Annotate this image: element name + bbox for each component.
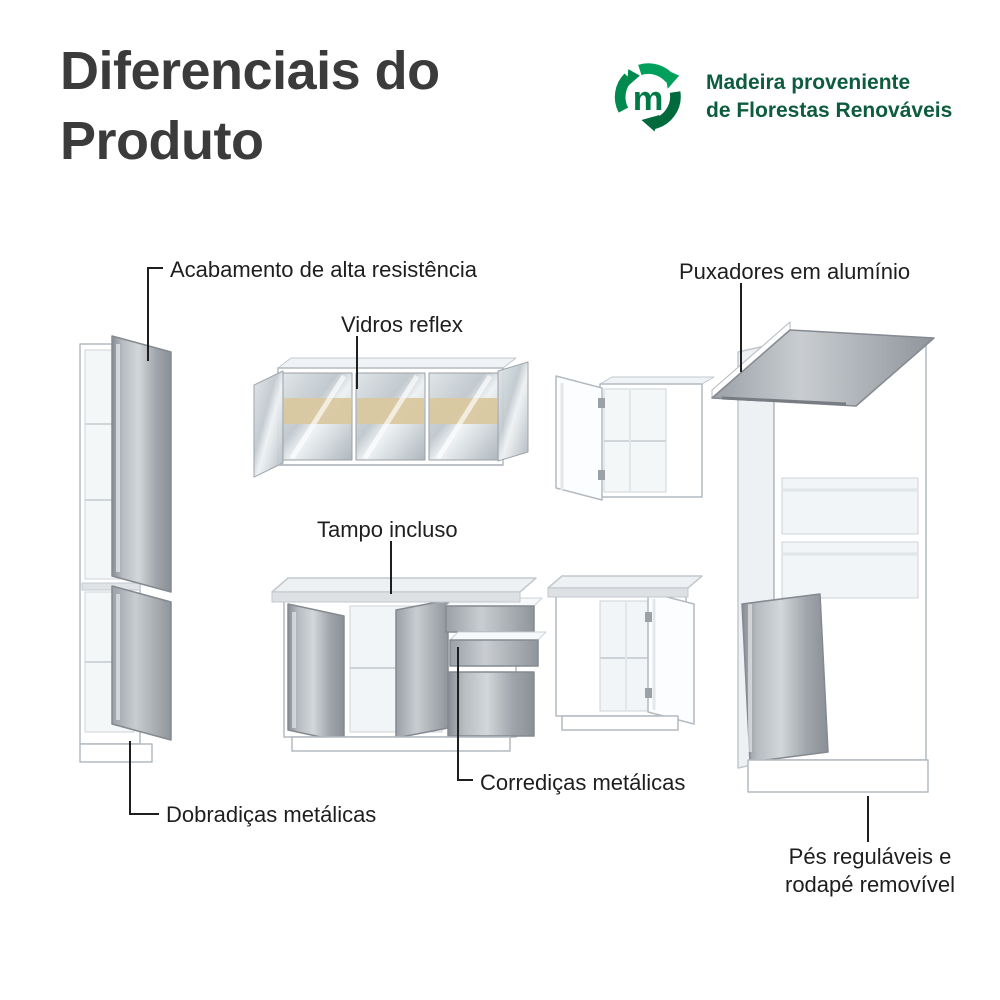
callout-vidros-reflex: Vidros reflex: [341, 312, 463, 337]
eco-badge-text: Madeira proveniente de Florestas Renováv…: [706, 69, 952, 124]
eco-badge: m Madeira proveniente de Florestas Renov…: [604, 56, 952, 138]
callout-puxadores: Puxadores em alumínio: [679, 259, 911, 284]
hinge: [645, 688, 652, 698]
drawer-top: [445, 605, 535, 633]
base-cabinet-open-door-middle: [395, 599, 449, 739]
wall-cabinet-glass-illustration: [253, 357, 529, 478]
hinge: [645, 612, 652, 622]
base-cabinet-drawers-illustration: [271, 577, 547, 752]
oven-tower-niche-bottom: [781, 541, 919, 599]
oven-tower-plinth: [747, 759, 929, 793]
oven-tower-niche-top: [781, 477, 919, 535]
oven-tower-cabinet-illustration: [711, 321, 935, 793]
callout-acabamento: Acabamento de alta resistência: [170, 257, 477, 282]
leader-lines: [129, 267, 869, 842]
base-cabinet-open-door-left: [287, 603, 345, 743]
corner-base-cabinet-illustration: [547, 575, 703, 731]
base-cabinet-door-right: [447, 671, 535, 737]
leader-line-dobradicas: [129, 741, 159, 815]
leader-line-acabamento: [147, 267, 163, 361]
drawer-bottom: [449, 639, 539, 667]
callout-dobradicas: Dobradiças metálicas: [166, 802, 377, 827]
glass-open-door-left: [253, 370, 284, 478]
glass-open-door-right: [497, 361, 529, 462]
leader-line-corredicas: [457, 647, 473, 781]
callout-tampo-incluso: Tampo incluso: [317, 517, 458, 542]
tall-cabinet-illustration: [79, 335, 172, 763]
hinge: [598, 470, 605, 480]
countertop: [271, 577, 537, 593]
corner-base-plinth: [561, 715, 679, 731]
eco-badge-line2: de Florestas Renováveis: [706, 99, 953, 122]
corner-base-open-door: [647, 591, 695, 725]
recycle-icon: m: [614, 63, 681, 132]
page-title: Diferenciais do Produto: [60, 41, 440, 172]
callout-corredicas: Corrediças metálicas: [480, 770, 686, 795]
eco-badge-line1: Madeira proveniente: [706, 71, 911, 95]
oven-tower-lower-door: [741, 593, 829, 763]
hinge: [598, 398, 605, 408]
tall-cabinet-lower-door: [111, 585, 172, 741]
callout-pes-regulaveis: Pés reguláveis e rodapé removível: [785, 844, 955, 897]
corner-wall-open-door: [555, 375, 603, 501]
countertop: [547, 575, 703, 589]
corner-wall-cabinet-illustration: [555, 375, 715, 501]
base-cabinet-plinth: [291, 736, 511, 752]
eco-logo-letter: m: [633, 80, 664, 118]
tall-cabinet-plinth: [79, 743, 153, 763]
tall-cabinet-upper-door: [111, 335, 172, 593]
